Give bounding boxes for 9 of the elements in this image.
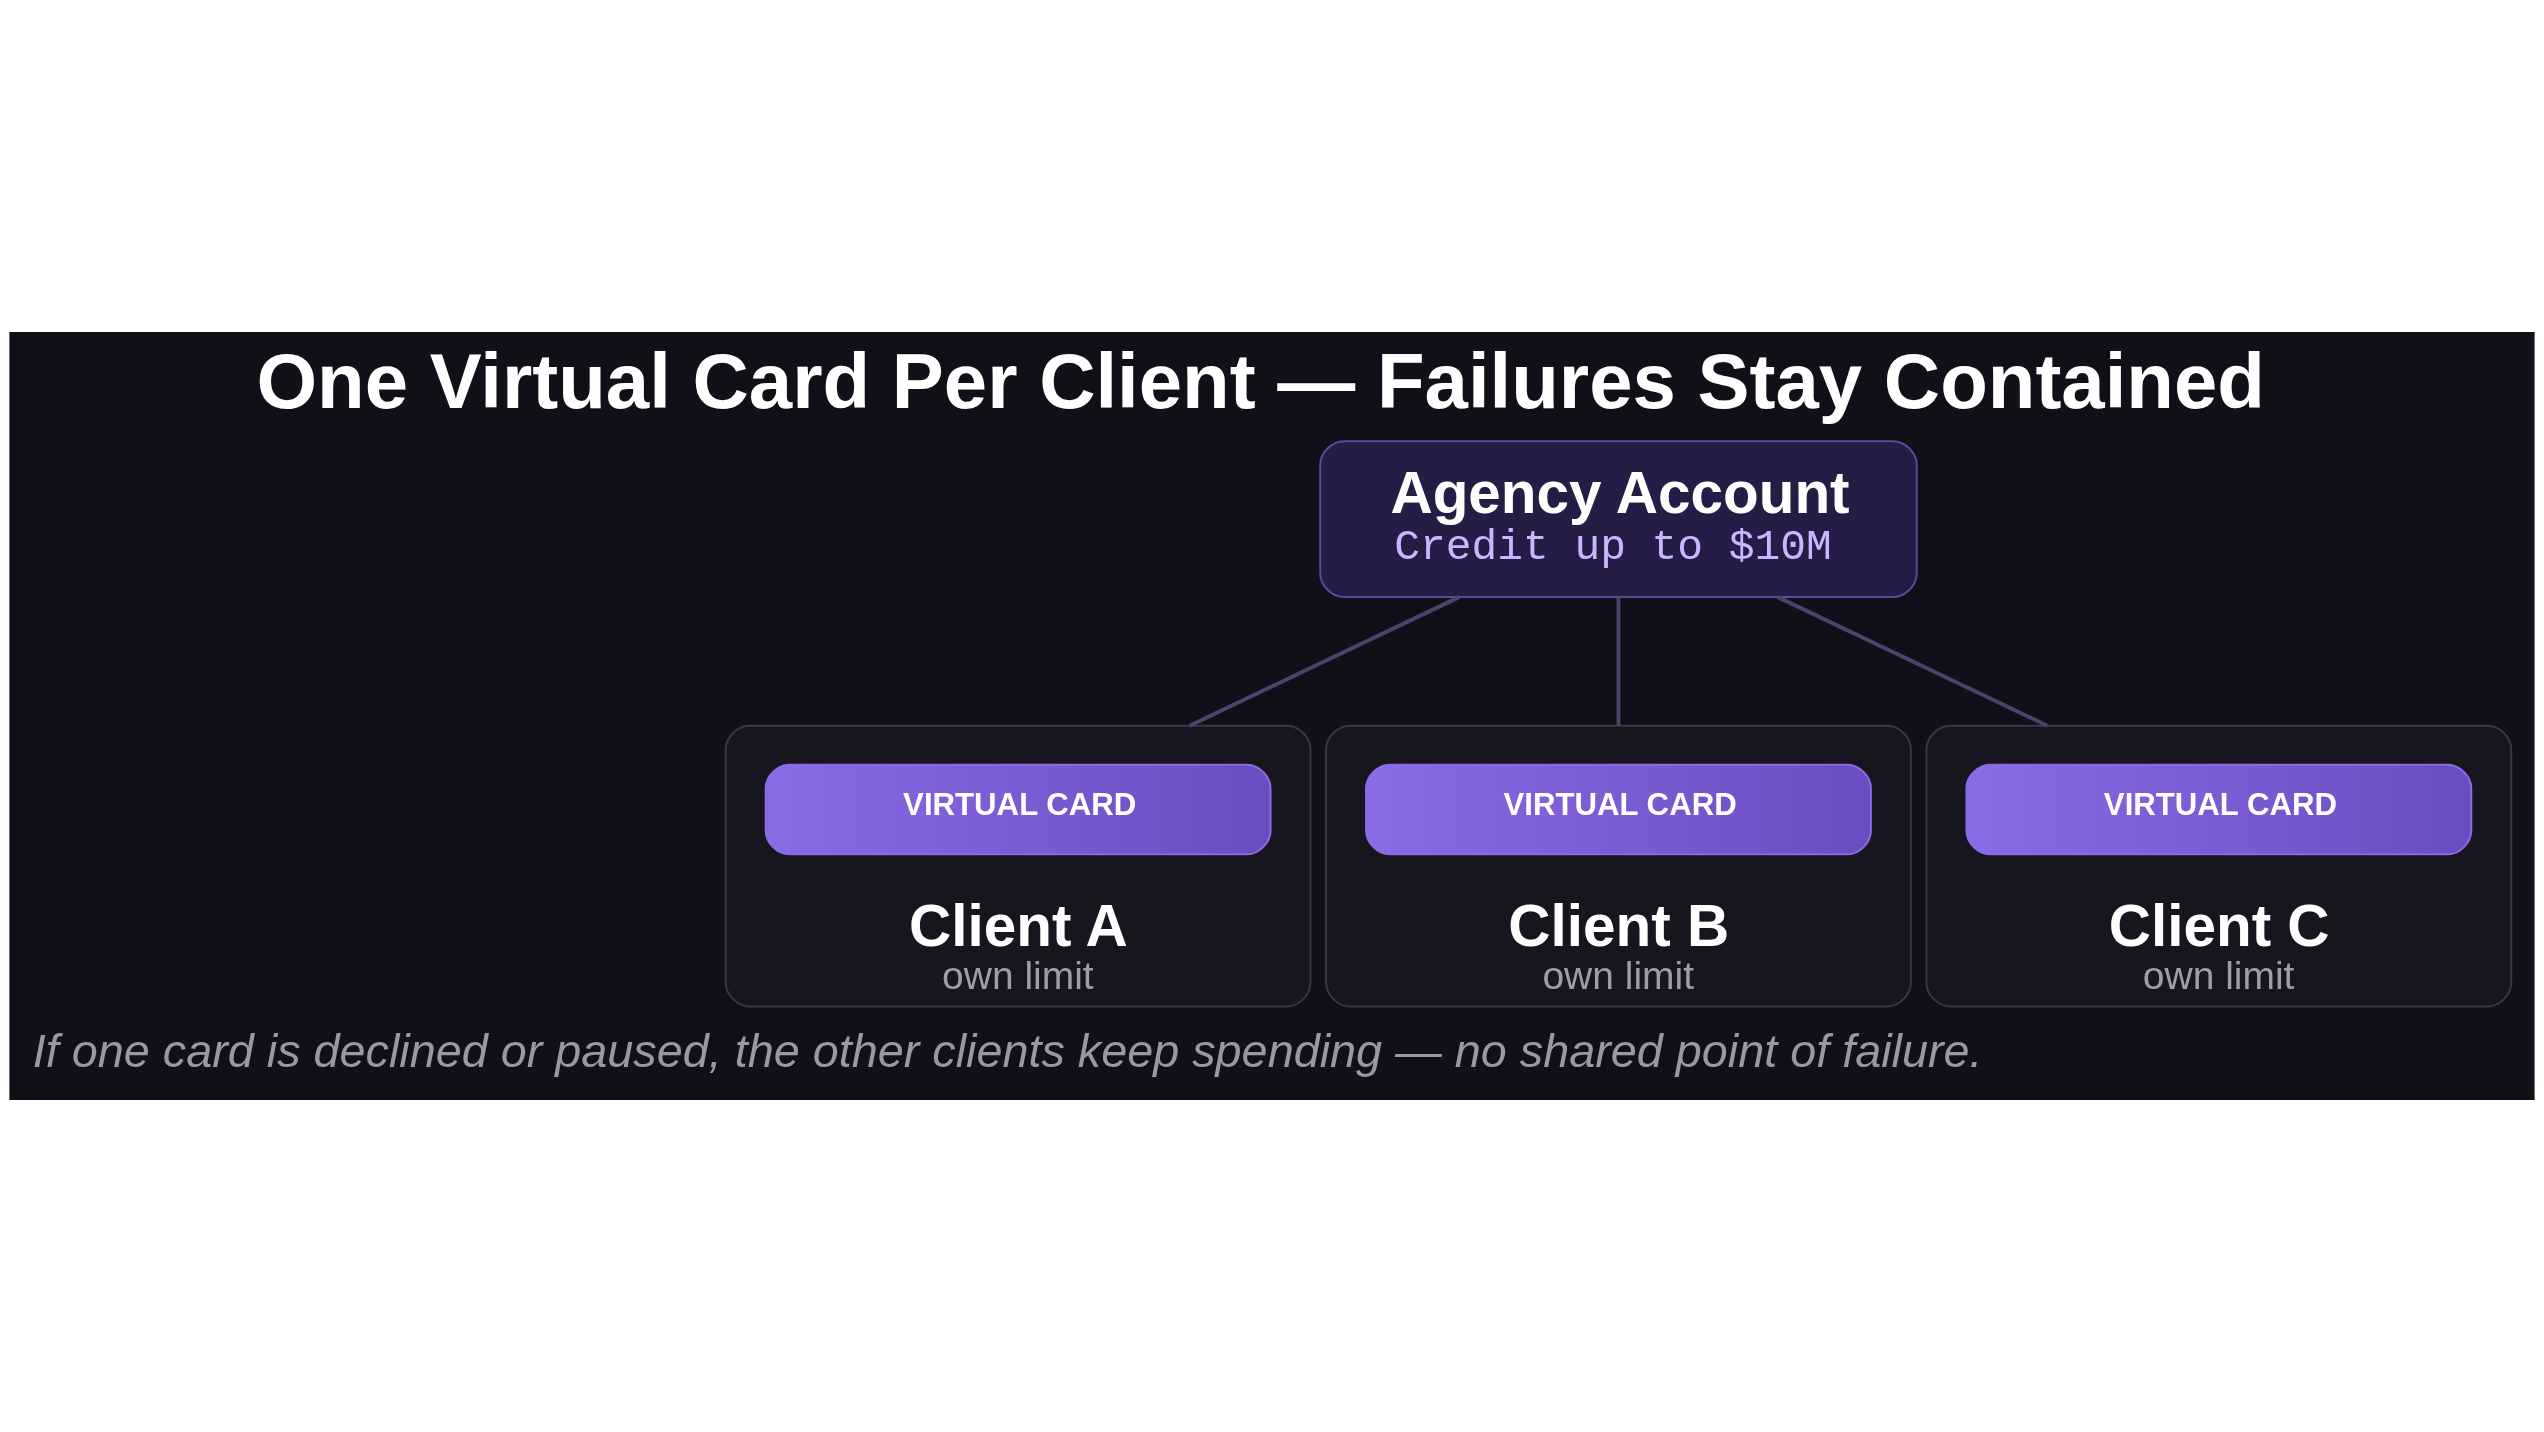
node-box: Agency Account Credit up to $10M <box>1319 440 1918 599</box>
caption: If one card is declined or paused, the other clients keep spending — no shared point of failure. <box>32 1025 1983 1078</box>
connector <box>1616 597 1621 726</box>
connector <box>1188 595 1460 728</box>
node-box: VIRTUAL CARD <box>1365 763 1872 856</box>
connector <box>1776 595 2049 728</box>
node-box: VIRTUAL CARD <box>764 763 1272 856</box>
node-box: VIRTUAL CARD <box>1965 763 2473 856</box>
diagram-title: One Virtual Card Per Client — Failures Stay Contained <box>256 337 2265 426</box>
